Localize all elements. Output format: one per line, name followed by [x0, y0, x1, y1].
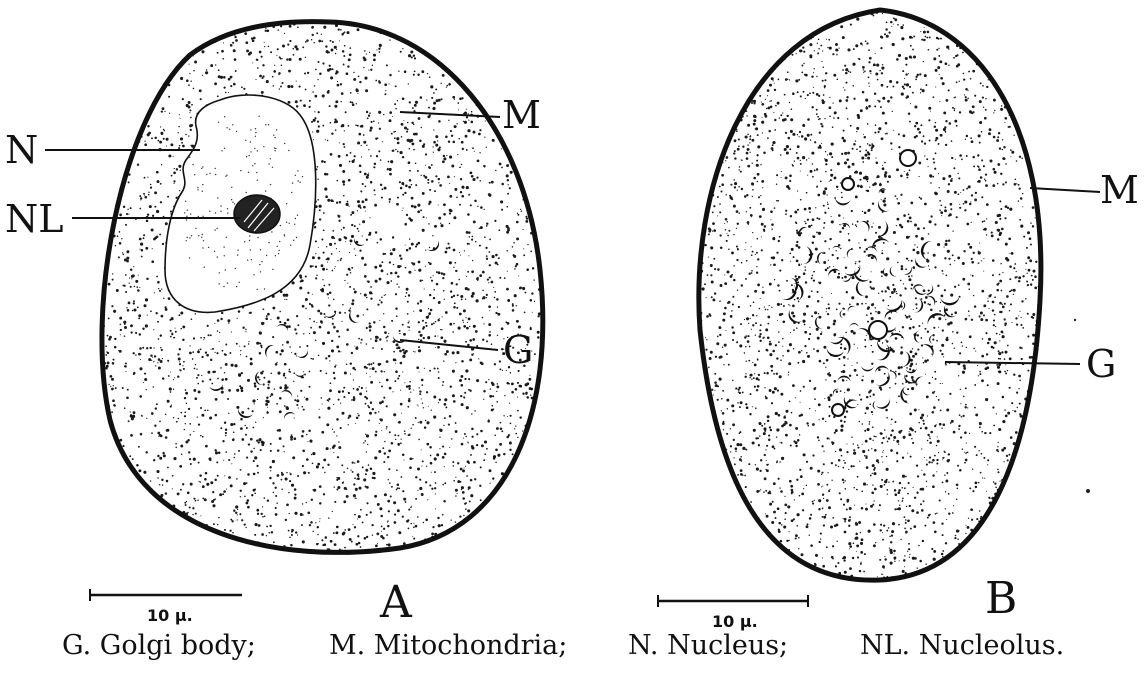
legend-mitochondria: M. Mitochondria;	[329, 630, 567, 661]
cell-b	[689, 4, 1051, 591]
scale-bar-b-label: 10 µ.	[712, 612, 758, 631]
leader-b-m	[1030, 188, 1100, 192]
label-a-nl: NL	[5, 197, 63, 241]
panel-letter-b: B	[985, 573, 1017, 624]
cell-b-cytoplasm-stipple	[689, 4, 1051, 591]
label-b-g: G	[1086, 342, 1116, 386]
panel-letter-a: A	[379, 577, 413, 628]
figure-legend: G. Golgi body; M. Mitochondria; N. Nucle…	[0, 630, 1144, 670]
leader-b-g	[945, 362, 1080, 364]
legend-nucleus: N. Nucleus;	[628, 630, 788, 661]
label-a-n: N	[5, 128, 38, 172]
legend-golgi: G. Golgi body;	[62, 630, 256, 661]
leader-a-g	[400, 340, 498, 350]
scale-bar-a	[90, 589, 242, 601]
label-a-m: M	[502, 93, 541, 137]
cell-a	[84, 14, 562, 566]
stray-speck	[1074, 319, 1076, 321]
cell-a-cytoplasm-stipple	[84, 14, 562, 566]
legend-nucleolus: NL. Nucleolus.	[860, 630, 1064, 661]
stray-speck	[1086, 489, 1090, 493]
label-a-g: G	[503, 328, 533, 372]
label-b-m: M	[1100, 168, 1139, 212]
scale-bar-b	[658, 595, 808, 607]
scale-bar-a-label: 10 µ.	[147, 606, 193, 625]
